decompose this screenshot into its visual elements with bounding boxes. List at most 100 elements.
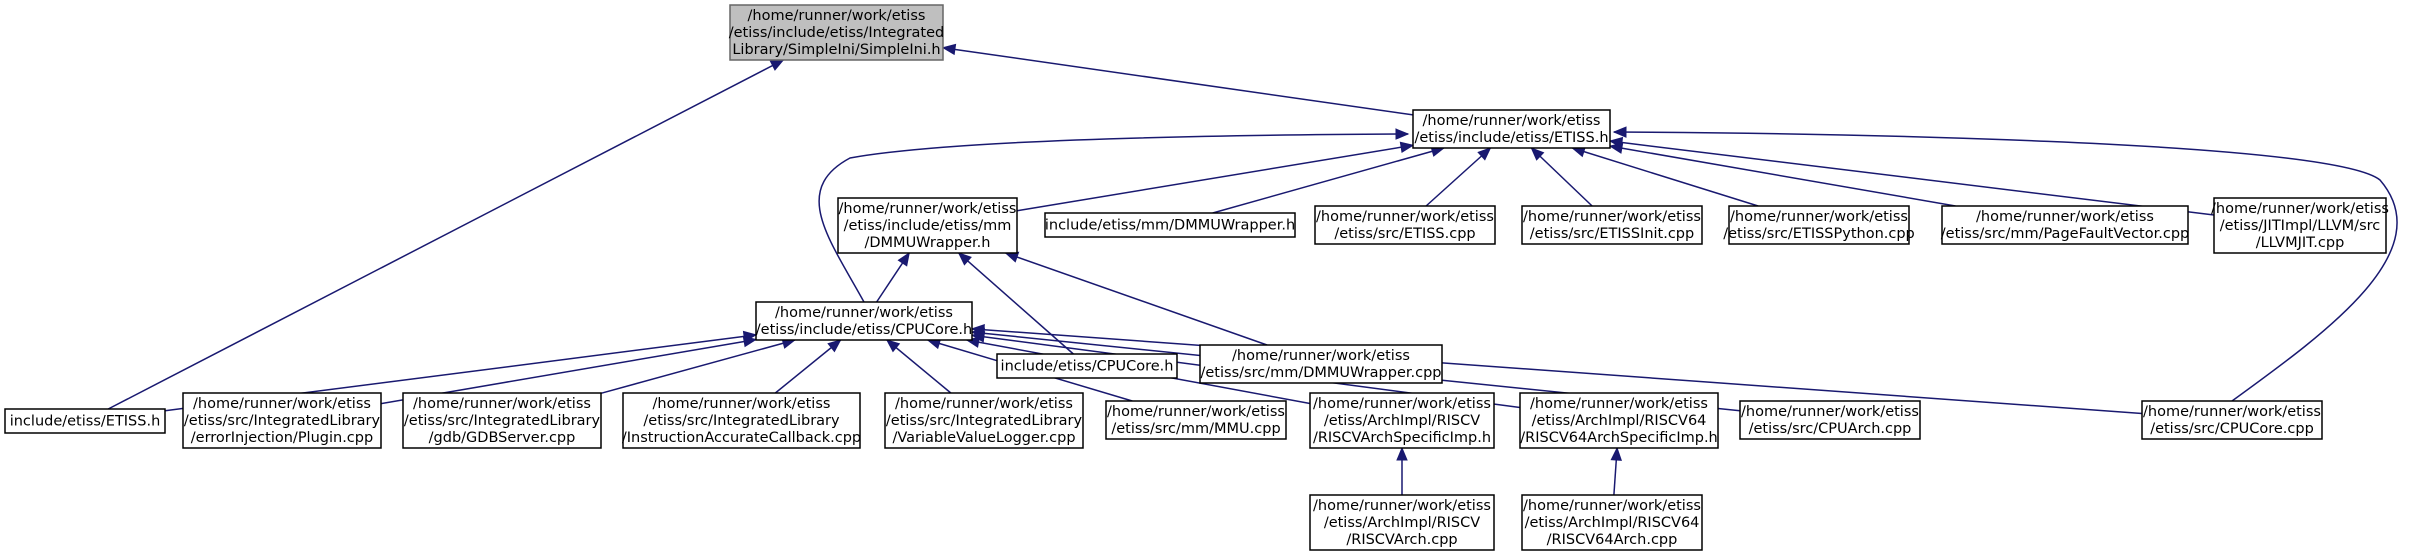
node-riscv-imp-h[interactable]: /home/runner/work/etiss/etiss/ArchImpl/R… xyxy=(1309,392,1495,449)
edge-cpucore_cpp-to-cpucore_h_full-arrowhead xyxy=(970,323,985,336)
edge-cpucore_cpp-to-cpucore_h_full xyxy=(970,323,2143,415)
node-simpleini[interactable]: /home/runner/work/etiss/etiss/include/et… xyxy=(729,4,945,61)
node-label-line: /etiss/include/etiss/Integrated xyxy=(729,25,945,41)
node-dmmuwrapper-cpp[interactable]: /home/runner/work/etiss/etiss/src/mm/DMM… xyxy=(1199,344,1443,384)
node-label-line: /home/runner/work/etiss xyxy=(748,8,926,24)
edge-cpucore_h_full-to-dmmuwrapper_h_full-arrowhead xyxy=(897,251,910,267)
node-riscvarch-cpp[interactable]: /home/runner/work/etiss/etiss/ArchImpl/R… xyxy=(1309,494,1495,551)
node-box xyxy=(996,353,1178,379)
node-label-line: /home/runner/work/etiss xyxy=(653,396,831,412)
node-label-line: /home/runner/work/etiss xyxy=(1730,209,1908,225)
node-label-line: /home/runner/work/etiss xyxy=(1232,348,1410,364)
node-label-line: /etiss/include/etiss/mm xyxy=(844,218,1012,234)
node-label-line: Library/SimpleIni/SimpleIni.h xyxy=(732,42,940,58)
edge-cpucore_h_short-to-dmmuwrapper_h_full xyxy=(957,252,1074,355)
node-label-line: include/etiss/mm/DMMUWrapper.h xyxy=(1045,218,1295,234)
node-etisspython-cpp[interactable]: /home/runner/work/etiss/etiss/src/ETISSP… xyxy=(1723,205,1915,245)
node-box xyxy=(4,408,166,434)
node-box xyxy=(755,301,973,341)
edge-cpucore_cpp-to-cpucore_h_full-line xyxy=(971,328,2143,415)
node-label-line: /home/runner/work/etiss xyxy=(1107,404,1285,420)
node-cpucore-cpp[interactable]: /home/runner/work/etiss/etiss/src/CPUCor… xyxy=(2141,400,2323,440)
edge-iac_cpp-to-cpucore_h_full-line xyxy=(774,339,842,394)
node-box xyxy=(402,392,602,449)
node-label-line: /etiss/ArchImpl/RISCV64 xyxy=(1532,413,1707,429)
edge-pagefaultvector_cpp-to-etiss_h-line xyxy=(1609,145,1956,207)
node-label-line: /LLVMJIT.cpp xyxy=(2256,235,2345,251)
node-label-line: /etiss/ArchImpl/RISCV xyxy=(1324,515,1480,531)
node-cpucore-h-short[interactable]: include/etiss/CPUCore.h xyxy=(996,353,1178,379)
node-box xyxy=(1105,400,1287,440)
node-label-line: /home/runner/work/etiss xyxy=(413,396,591,412)
node-dmmuwrapper-h-short[interactable]: include/etiss/mm/DMMUWrapper.h xyxy=(1044,212,1296,238)
node-label-line: /home/runner/work/etiss xyxy=(839,201,1017,217)
node-label-line: /etiss/src/mm/DMMUWrapper.cpp xyxy=(1201,365,1442,381)
node-cpucore-h-full[interactable]: /home/runner/work/etiss/etiss/include/et… xyxy=(755,301,973,341)
node-label-line: /etiss/src/CPUArch.cpp xyxy=(1749,421,1912,437)
edge-etiss_h-to-simpleini-arrowhead xyxy=(941,43,957,56)
edge-cpucore_h_full-to-etiss_h xyxy=(818,128,1410,303)
node-cpuarch-cpp[interactable]: /home/runner/work/etiss/etiss/src/CPUArc… xyxy=(1739,400,1921,440)
node-mmu-cpp[interactable]: /home/runner/work/etiss/etiss/src/mm/MMU… xyxy=(1105,400,1287,440)
edge-etiss_h_short-to-simpleini xyxy=(107,59,785,410)
edge-vvl_cpp-to-cpucore_h_full-arrowhead xyxy=(885,339,901,353)
node-label-line: include/etiss/ETISS.h xyxy=(10,414,161,430)
edge-cpucore_h_full-to-etiss_h-line xyxy=(818,133,1409,303)
node-label-line: /DMMUWrapper.h xyxy=(865,235,991,251)
edge-cpucore_h_full-to-etiss_h-arrowhead xyxy=(1395,128,1410,140)
node-box xyxy=(884,392,1084,449)
edge-etiss_h-to-simpleini-line xyxy=(942,46,1414,116)
node-box xyxy=(1521,494,1703,551)
node-box xyxy=(1519,392,1719,449)
node-dmmuwrapper-h-full[interactable]: /home/runner/work/etiss/etiss/include/et… xyxy=(837,197,1018,254)
node-riscv64-imp-h[interactable]: /home/runner/work/etiss/etiss/ArchImpl/R… xyxy=(1519,392,1719,449)
node-label-line: /home/runner/work/etiss xyxy=(1523,209,1701,225)
node-vvl-cpp[interactable]: /home/runner/work/etiss/etiss/src/Integr… xyxy=(884,392,1084,449)
edge-etiss_h_short-to-simpleini-arrowhead xyxy=(769,59,785,71)
edge-dmmuwrapper_h_full-to-etiss_h-line xyxy=(1016,144,1414,212)
node-label-line: /etiss/src/mm/MMU.cpp xyxy=(1111,421,1280,437)
node-iac-cpp[interactable]: /home/runner/work/etiss/etiss/src/Integr… xyxy=(622,392,861,449)
node-box xyxy=(1728,205,1910,245)
node-etiss-h[interactable]: /home/runner/work/etiss/etiss/include/et… xyxy=(1412,109,1611,149)
node-label-line: /home/runner/work/etiss xyxy=(1523,498,1701,514)
edge-etissinit_cpp-to-etiss_h-arrowhead xyxy=(1530,147,1545,161)
node-etissinit-cpp[interactable]: /home/runner/work/etiss/etiss/src/ETISSI… xyxy=(1521,205,1703,245)
edge-llvmjit_cpp-to-etiss_h-arrowhead xyxy=(1608,136,1624,149)
node-label-line: /etiss/src/IntegratedLibrary xyxy=(184,413,381,429)
node-gdbserver-cpp[interactable]: /home/runner/work/etiss/etiss/src/Integr… xyxy=(402,392,602,449)
edge-cpucore_h_short-to-dmmuwrapper_h_full-line xyxy=(958,252,1074,355)
node-riscv64arch-cpp[interactable]: /home/runner/work/etiss/etiss/ArchImpl/R… xyxy=(1521,494,1703,551)
edge-etisspython_cpp-to-etiss_h-line xyxy=(1572,147,1759,207)
node-box xyxy=(1309,494,1495,551)
node-label-line: /RISCV64ArchSpecificImp.h xyxy=(1520,430,1718,446)
edge-riscv64arch_cpp-to-riscv64_imp_h-arrowhead xyxy=(1610,446,1622,461)
node-box xyxy=(729,4,944,61)
node-label-line: /etiss/src/ETISSInit.cpp xyxy=(1530,226,1694,242)
node-plugin-cpp[interactable]: /home/runner/work/etiss/etiss/src/Integr… xyxy=(182,392,382,449)
node-label-line: /home/runner/work/etiss xyxy=(193,396,371,412)
node-llvmjit-cpp[interactable]: /home/runner/work/etiss/etiss/JITImpl/LL… xyxy=(2211,197,2389,254)
node-pagefaultvector-cpp[interactable]: /home/runner/work/etiss/etiss/src/mm/Pag… xyxy=(1941,205,2189,245)
node-box xyxy=(1941,205,2189,245)
edge-riscvarch_cpp-to-riscv_imp_h-arrowhead xyxy=(1396,446,1408,461)
node-label-line: /etiss/src/ETISSPython.cpp xyxy=(1723,226,1915,242)
node-box xyxy=(2141,400,2323,440)
edge-cpucore_cpp-to-etiss_h-arrowhead xyxy=(1612,126,1627,138)
edge-cpucore_h_full-to-dmmuwrapper_h_full xyxy=(876,251,910,303)
node-label-line: /home/runner/work/etiss xyxy=(1316,209,1494,225)
node-etiss-cpp[interactable]: /home/runner/work/etiss/etiss/src/ETISS.… xyxy=(1314,205,1496,245)
node-label-line: /etiss/src/mm/PageFaultVector.cpp xyxy=(1941,226,2189,242)
edge-vvl_cpp-to-cpucore_h_full xyxy=(885,339,952,394)
edge-etiss_h_short-to-simpleini-line xyxy=(107,59,784,410)
node-etiss-h-short[interactable]: include/etiss/ETISS.h xyxy=(4,408,166,434)
node-box xyxy=(1521,205,1703,245)
edge-iac_cpp-to-cpucore_h_full-arrowhead xyxy=(827,339,842,353)
node-label-line: /home/runner/work/etiss xyxy=(2143,404,2321,420)
edge-etiss_cpp-to-etiss_h-arrowhead xyxy=(1477,147,1492,161)
node-label-line: /home/runner/work/etiss xyxy=(1313,396,1491,412)
node-label-line: /etiss/src/CPUCore.cpp xyxy=(2150,421,2314,437)
edge-etissinit_cpp-to-etiss_h-line xyxy=(1530,147,1593,207)
edge-gdbserver_cpp-to-cpucore_h_full xyxy=(600,337,797,395)
node-label-line: /etiss/src/IntegratedLibrary xyxy=(886,413,1083,429)
